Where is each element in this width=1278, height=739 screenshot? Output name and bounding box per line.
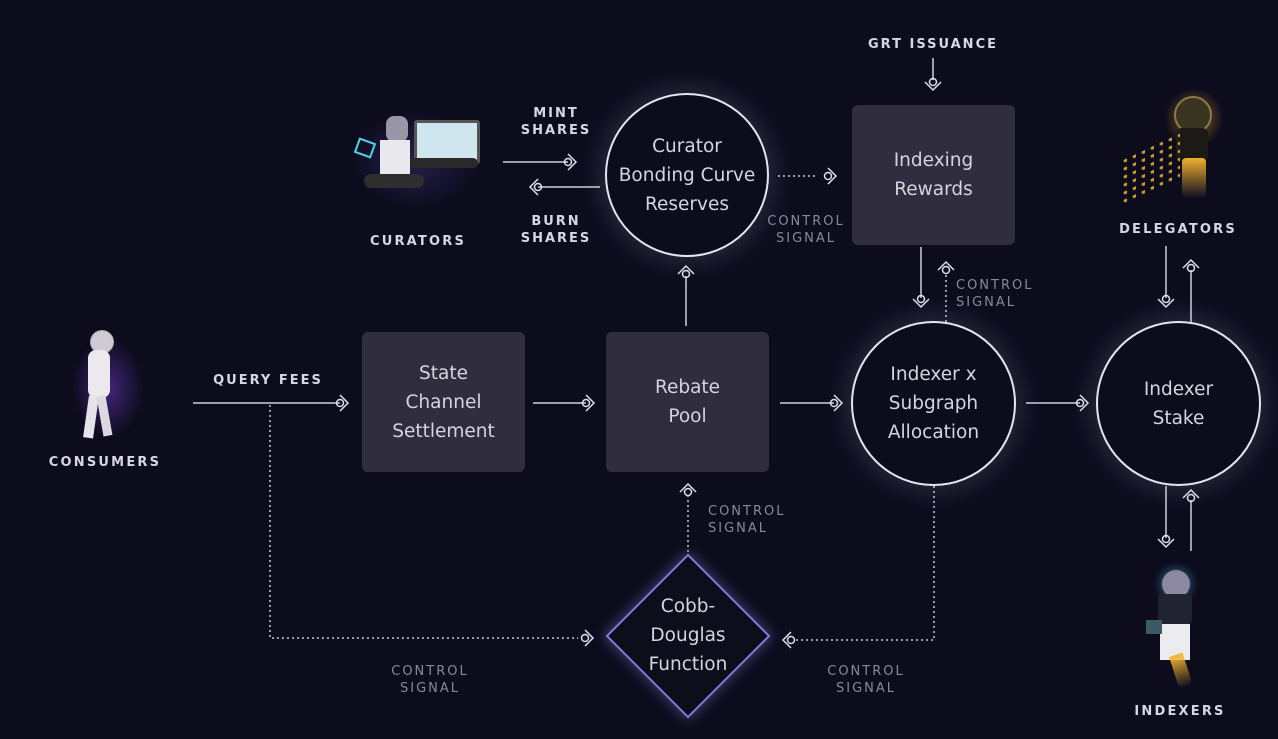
rebate-pool-node[interactable]: Rebate Pool <box>606 332 769 472</box>
control-signal-label-curator-rewards: CONTROL SIGNAL <box>767 214 845 246</box>
indexing-rewards-node[interactable]: Indexing Rewards <box>852 105 1015 245</box>
mint-shares-label: MINT SHARES <box>520 106 592 138</box>
edge-allocation-cobb-control <box>796 486 935 641</box>
indexers-illustration <box>1140 568 1230 693</box>
control-signal-label-allocation-rewards: CONTROL SIGNAL <box>956 278 1034 310</box>
consumers-illustration <box>72 330 144 442</box>
delegators-label: DELEGATORS <box>1119 222 1237 237</box>
indexer-subgraph-allocation-node[interactable]: Indexer x Subgraph Allocation <box>851 321 1016 486</box>
cobb-douglas-function-node[interactable]: Cobb- Douglas Function <box>648 596 728 675</box>
cobb-douglas-diamond <box>605 553 771 719</box>
control-signal-label-allocation-cobb: CONTROL SIGNAL <box>827 664 905 696</box>
query-fees-label: QUERY FEES <box>213 373 323 388</box>
indexer-stake-node[interactable]: Indexer Stake <box>1096 321 1261 486</box>
curators-illustration <box>350 110 480 210</box>
state-channel-settlement-node[interactable]: State Channel Settlement <box>362 332 525 472</box>
delegators-illustration <box>1118 88 1233 207</box>
curator-bonding-curve-node[interactable]: Curator Bonding Curve Reserves <box>605 93 769 257</box>
indexers-label: INDEXERS <box>1134 704 1226 719</box>
control-signal-label-cobb-rebate: CONTROL SIGNAL <box>708 504 786 536</box>
consumers-label: CONSUMERS <box>48 455 162 470</box>
grt-issuance-label: GRT ISSUANCE <box>868 37 998 52</box>
curators-label: CURATORS <box>369 234 467 249</box>
burn-shares-label: BURN SHARES <box>520 214 592 246</box>
control-signal-label-consumers-cobb: CONTROL SIGNAL <box>391 664 469 696</box>
